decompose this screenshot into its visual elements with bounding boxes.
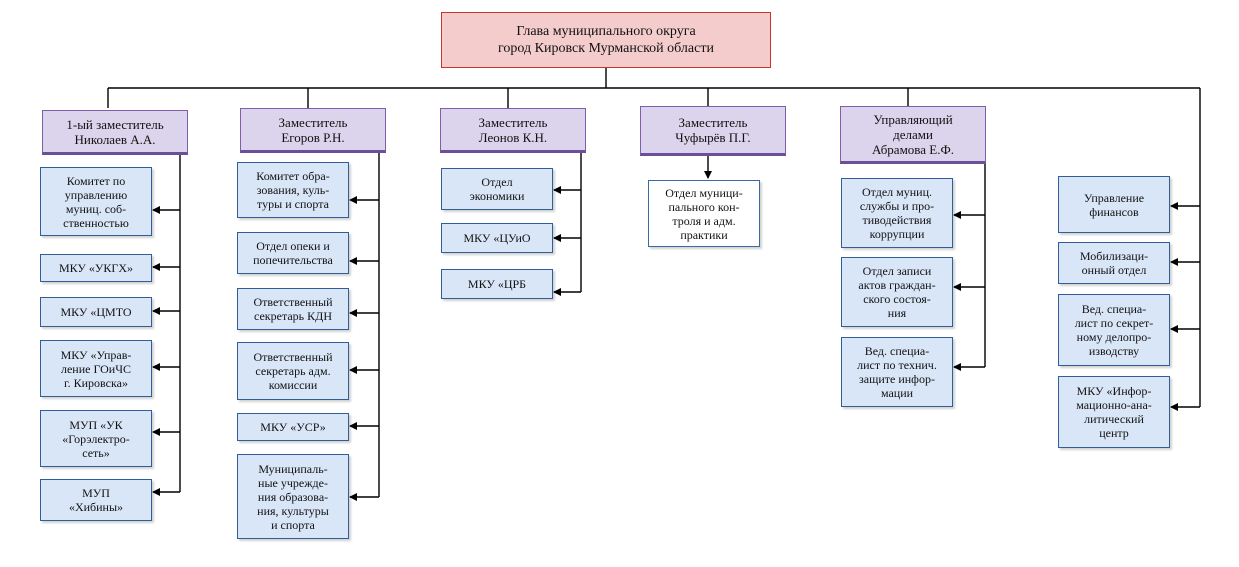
unit-finance-department: Управление финансов <box>1058 176 1170 233</box>
unit-mku-usr: МКУ «УСР» <box>237 413 349 441</box>
unit-mup-khibiny: МУП «Хибины» <box>40 479 152 521</box>
head-title-line2: город Кировск Мурманской области <box>498 41 714 56</box>
unit-mku-crb: МКУ «ЦРБ <box>441 269 553 299</box>
deputy-4-box: Заместитель Чуфырёв П.Г. <box>640 106 786 156</box>
unit-mku-info-center: МКУ «Инфор- мационно-ана- литический цен… <box>1058 376 1170 448</box>
deputy-3-box: Заместитель Леонов К.Н. <box>440 108 586 153</box>
unit-economics-dept: Отдел экономики <box>441 168 553 210</box>
unit-mku-cuio: МКУ «ЦУиО <box>441 223 553 253</box>
unit-kdn-secretary: Ответственный секретарь КДН <box>237 288 349 330</box>
unit-mku-cmto: МКУ «ЦМТО <box>40 297 152 327</box>
unit-registry-office: Отдел записи актов граждан- ского состоя… <box>841 257 953 327</box>
unit-info-protection-specialist: Вед. специа- лист по технич. защите инфо… <box>841 337 953 407</box>
head-box: Глава муниципального округа город Кировс… <box>441 12 771 68</box>
head-title-line1: Глава муниципального округа <box>516 24 696 39</box>
unit-education-committee: Комитет обра- зования, куль- туры и спор… <box>237 162 349 218</box>
unit-mku-ukgkh: МКУ «УКГХ» <box>40 254 152 282</box>
deputy-2-box: Заместитель Егоров Р.Н. <box>240 108 386 153</box>
unit-secret-records-specialist: Вед. специа- лист по секрет- ному делопр… <box>1058 294 1170 366</box>
unit-admin-commission-secretary: Ответственный секретарь адм. комиссии <box>237 342 349 400</box>
unit-property-committee: Комитет по управлению муниц. соб- ственн… <box>40 167 152 236</box>
unit-municipal-control: Отдел муници- пального кон- троля и адм.… <box>648 180 760 247</box>
deputy-5-box: Управляющий делами Абрамова Е.Ф. <box>840 106 986 164</box>
unit-mup-gorelektroset: МУП «УК «Горэлектро- сеть» <box>40 410 152 467</box>
unit-mku-gochs: МКУ «Управ- ление ГОиЧС г. Кировска» <box>40 340 152 397</box>
unit-municipal-service-dept: Отдел муниц. службы и про- тиводействия … <box>841 178 953 248</box>
deputy-1-box: 1-ый заместитель Николаев А.А. <box>42 110 188 155</box>
unit-municipal-institutions: Муниципаль- ные учрежде- ния образова- н… <box>237 454 349 539</box>
unit-guardianship: Отдел опеки и попечительства <box>237 232 349 274</box>
unit-mobilization-dept: Мобилизаци- онный отдел <box>1058 242 1170 284</box>
